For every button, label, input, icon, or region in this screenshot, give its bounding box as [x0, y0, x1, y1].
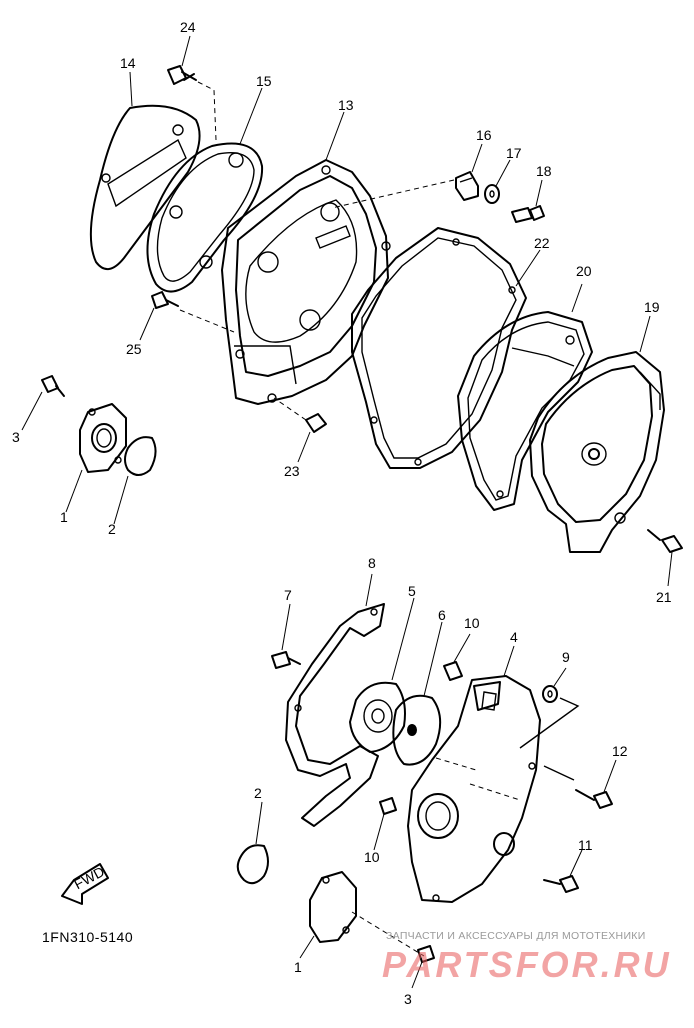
part-8-lower-gasket	[285, 573, 385, 827]
part-9-washer	[519, 667, 580, 749]
part-19-generator-cover	[529, 315, 665, 553]
part-25-bolt	[139, 291, 235, 341]
callout-3-upper: 3	[12, 429, 20, 445]
callout-6: 6	[438, 607, 446, 623]
part-4-lower-cover	[407, 645, 541, 903]
part-23-dowel	[273, 397, 327, 463]
callout-1-lower: 1	[294, 959, 302, 975]
callout-2-lower: 2	[254, 785, 262, 801]
callout-16: 16	[476, 127, 492, 143]
callout-5: 5	[408, 583, 416, 599]
callout-20: 20	[576, 263, 592, 279]
part-2-gasket-upper	[113, 436, 157, 525]
callout-2-upper: 2	[108, 521, 116, 537]
part-1-cover-upper	[65, 403, 127, 513]
callout-12: 12	[612, 743, 628, 759]
callout-17: 17	[506, 145, 522, 161]
callout-19: 19	[644, 299, 660, 315]
part-2-gasket-lower	[236, 801, 269, 885]
callout-3-lower: 3	[404, 991, 412, 1007]
callout-11: 11	[578, 837, 593, 853]
part-15-gasket	[146, 87, 264, 293]
part-18-bolt	[511, 179, 545, 223]
callout-22: 22	[534, 235, 550, 251]
part-5-pump-housing	[349, 597, 415, 753]
part-16-bushing	[331, 143, 483, 209]
part-13-crankcase-cover	[221, 111, 391, 405]
part-11-bolt	[543, 849, 583, 893]
callout-14: 14	[120, 55, 136, 71]
callout-23: 23	[284, 463, 300, 479]
document-code: 1FN310-5140	[42, 929, 134, 945]
callout-24: 24	[180, 19, 196, 35]
callout-25: 25	[126, 341, 142, 357]
callout-9: 9	[562, 649, 570, 665]
part-21-bolt	[647, 529, 683, 587]
callout-15: 15	[256, 73, 272, 89]
fwd-label: FWD	[71, 863, 107, 892]
callout-13: 13	[338, 97, 354, 113]
part-1-cover-lower	[299, 871, 425, 959]
fwd-arrow-icon: FWD	[61, 863, 109, 905]
part-10-dowel-lower	[373, 797, 397, 851]
callout-8: 8	[368, 555, 376, 571]
callout-4: 4	[510, 629, 518, 645]
part-3-bolt-lower	[411, 945, 435, 989]
part-6-plate	[392, 621, 443, 766]
part-7-bolt	[271, 603, 301, 669]
callout-18: 18	[536, 163, 552, 179]
callout-10-upper: 10	[464, 615, 480, 631]
part-24-bolt	[167, 35, 217, 141]
watermark-caption: ЗАПЧАСТИ И АКСЕССУАРЫ ДЛЯ МОТОТЕХНИКИ	[386, 930, 646, 942]
watermark-logo: PARTSFOR.RU	[382, 944, 672, 985]
callout-10-lower: 10	[364, 849, 380, 865]
part-20-inner-gasket	[457, 283, 593, 511]
part-17-washer	[484, 159, 511, 204]
part-3-bolt-upper	[21, 375, 65, 431]
callout-7: 7	[284, 587, 292, 603]
part-22-outer-gasket	[351, 227, 541, 469]
callout-1-upper: 1	[60, 509, 68, 525]
part-10-dowel-upper	[443, 633, 471, 681]
part-14-cover-plate	[89, 71, 201, 270]
callout-numbers: 24 14 15 13 16 17 18 22 20 19 25 3 23 1 …	[12, 19, 672, 1007]
callout-21: 21	[656, 589, 672, 605]
part-12-bolt	[543, 759, 617, 809]
